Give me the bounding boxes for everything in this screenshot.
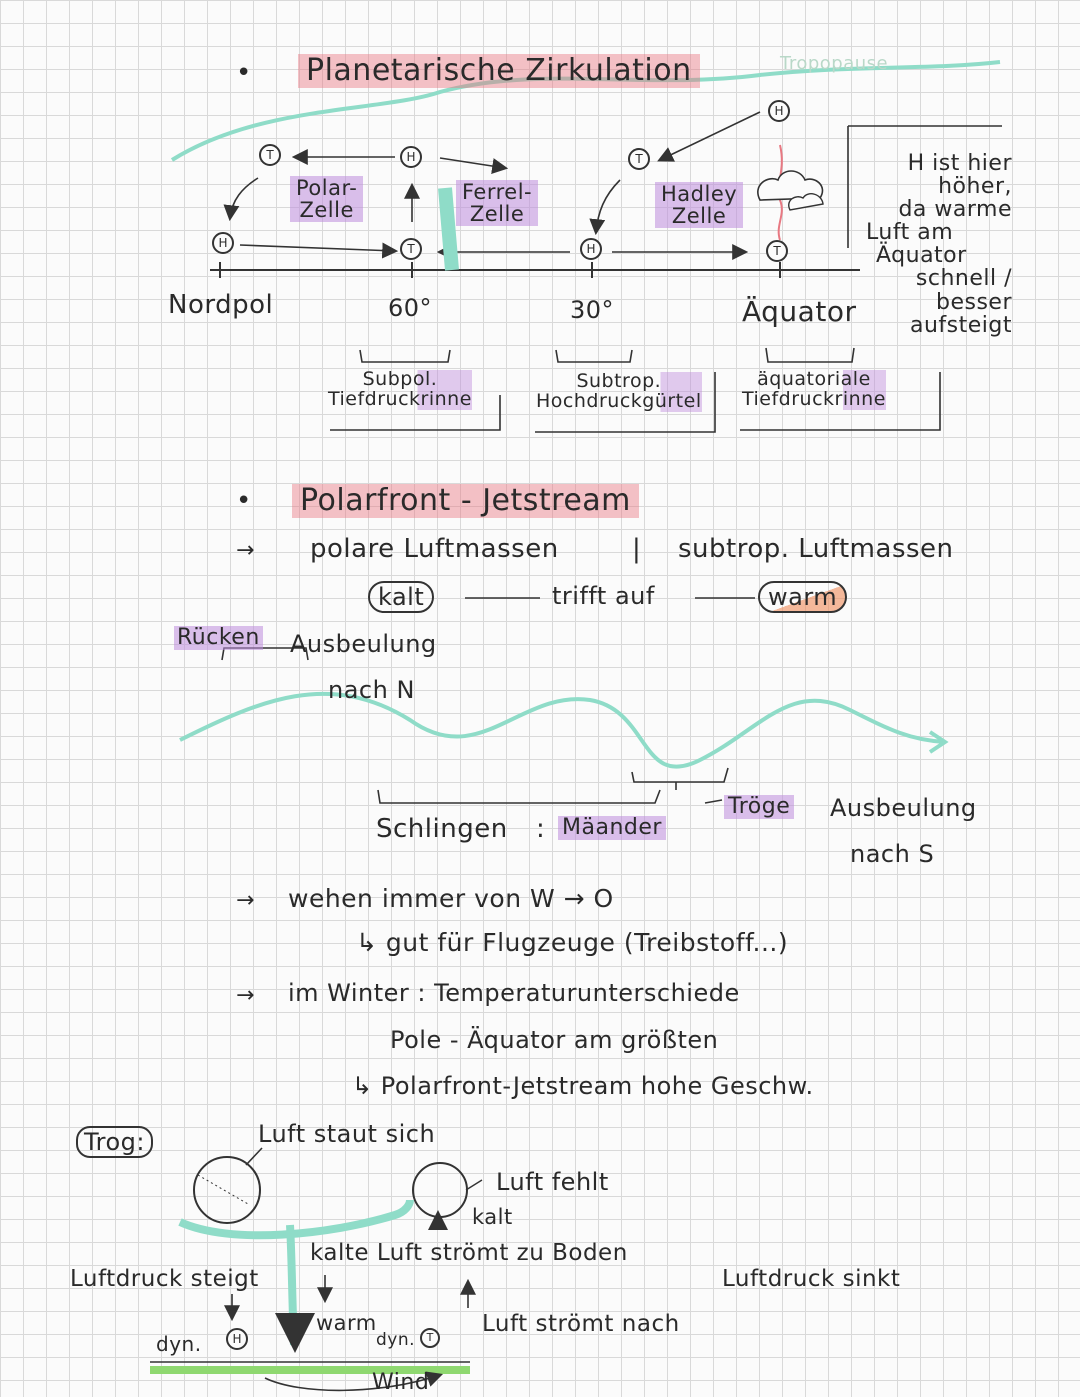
label-troughs: Tröge bbox=[724, 795, 795, 819]
trough-circle-left bbox=[193, 1156, 261, 1224]
upper-arrow-hadley bbox=[657, 111, 761, 162]
text-warm-small: warm bbox=[316, 1311, 377, 1335]
high-symbol: H bbox=[400, 146, 422, 168]
low-symbol: T bbox=[400, 238, 422, 260]
text-air-missing: Luft fehlt bbox=[496, 1168, 609, 1196]
arrow-marker: → bbox=[236, 538, 255, 563]
trough-direction: nach S bbox=[850, 840, 935, 868]
text-air-jams: Luft staut sich bbox=[258, 1120, 436, 1148]
text-wind: Wind bbox=[372, 1370, 430, 1395]
high-symbol: H bbox=[212, 232, 234, 254]
cell-ferrel: Ferrel- Zelle bbox=[456, 180, 539, 227]
section-title-circulation: Planetarische Zirkulation bbox=[298, 54, 700, 88]
note-high-pressure: H ist hier höher, da warme Luft am Äquat… bbox=[866, 151, 1012, 338]
label-colon: : bbox=[536, 814, 546, 844]
point-jet-speed: ↳ Polarfront-Jetstream hohe Geschw. bbox=[352, 1072, 814, 1100]
high-symbol: H bbox=[768, 100, 790, 122]
label-60deg: 60° bbox=[388, 294, 433, 322]
text-dyn-low: dyn. bbox=[376, 1330, 416, 1350]
jetstream-wave bbox=[179, 691, 946, 769]
text-pressure-rises: Luftdruck steigt bbox=[70, 1266, 259, 1292]
point-poles-equator: Pole - Äquator am größten bbox=[390, 1026, 719, 1054]
pill-cold: kalt bbox=[368, 581, 435, 613]
label-trough: Trog: bbox=[76, 1126, 153, 1158]
text-air-flows-after: Luft strömt nach bbox=[482, 1311, 680, 1337]
tropopause-curve bbox=[170, 60, 1001, 162]
text-subtrop-air: subtrop. Luftmassen bbox=[678, 534, 954, 564]
ridge-desc: Ausbeulung bbox=[290, 630, 437, 658]
trough-desc: Ausbeulung bbox=[830, 794, 977, 822]
bullet: • bbox=[236, 486, 252, 516]
arrow-marker: → bbox=[236, 983, 255, 1008]
low-symbol: T bbox=[259, 144, 281, 166]
label-northpole: Nordpol bbox=[168, 290, 274, 320]
tropopause-label: Tropopause bbox=[780, 53, 889, 74]
section-title-jetstream: Polarfront - Jetstream bbox=[292, 484, 639, 518]
point-winter: im Winter : Temperaturunterschiede bbox=[288, 979, 740, 1007]
low-symbol: T bbox=[766, 240, 788, 262]
ridge-direction: nach N bbox=[328, 676, 415, 704]
point-aircraft: ↳ gut für Flugzeuge (Treibstoff...) bbox=[356, 928, 789, 957]
label-loops: Schlingen bbox=[376, 814, 508, 844]
label-30deg: 30° bbox=[570, 296, 615, 324]
arrow-marker: → bbox=[236, 888, 255, 913]
belt-subtropical: Subtrop. Hochdruckgürtel bbox=[536, 370, 702, 412]
surface-arrow-polar bbox=[239, 242, 399, 259]
label-equator: Äquator bbox=[742, 295, 857, 328]
mint-rise-60 bbox=[438, 187, 459, 271]
point-west-east: wehen immer von W → O bbox=[288, 884, 614, 913]
text-separator: | bbox=[632, 534, 642, 564]
cloud-icon bbox=[757, 170, 824, 201]
trough-circle-right bbox=[412, 1162, 468, 1218]
text-polar-air: polare Luftmassen bbox=[310, 534, 559, 564]
belt-equatorial: äquatoriale Tiefdruckrinne bbox=[742, 368, 886, 410]
text-pressure-falls: Luftdruck sinkt bbox=[722, 1266, 901, 1292]
upper-arrow-ferrel bbox=[439, 157, 509, 174]
pill-warm: warm bbox=[758, 581, 848, 613]
label-meander: Mäander bbox=[558, 816, 666, 840]
text-cold-small: kalt bbox=[472, 1205, 513, 1229]
cell-polar: Polar- Zelle bbox=[290, 176, 364, 223]
belt-subpolar: Subpol. Tiefdruckrinne bbox=[328, 368, 472, 410]
high-symbol: H bbox=[580, 238, 602, 260]
text-meets: trifft auf bbox=[552, 582, 655, 610]
label-ridge: Rücken bbox=[174, 626, 263, 650]
text-cold-air-down: kalte Luft strömt zu Boden bbox=[310, 1240, 628, 1266]
high-symbol: H bbox=[226, 1328, 248, 1350]
cell-hadley: Hadley Zelle bbox=[655, 182, 744, 229]
text-dyn-high: dyn. bbox=[156, 1332, 202, 1356]
low-symbol: T bbox=[628, 148, 650, 170]
bullet: • bbox=[236, 58, 252, 88]
low-symbol: T bbox=[420, 1328, 440, 1348]
trough-mint-flow bbox=[178, 1199, 414, 1240]
